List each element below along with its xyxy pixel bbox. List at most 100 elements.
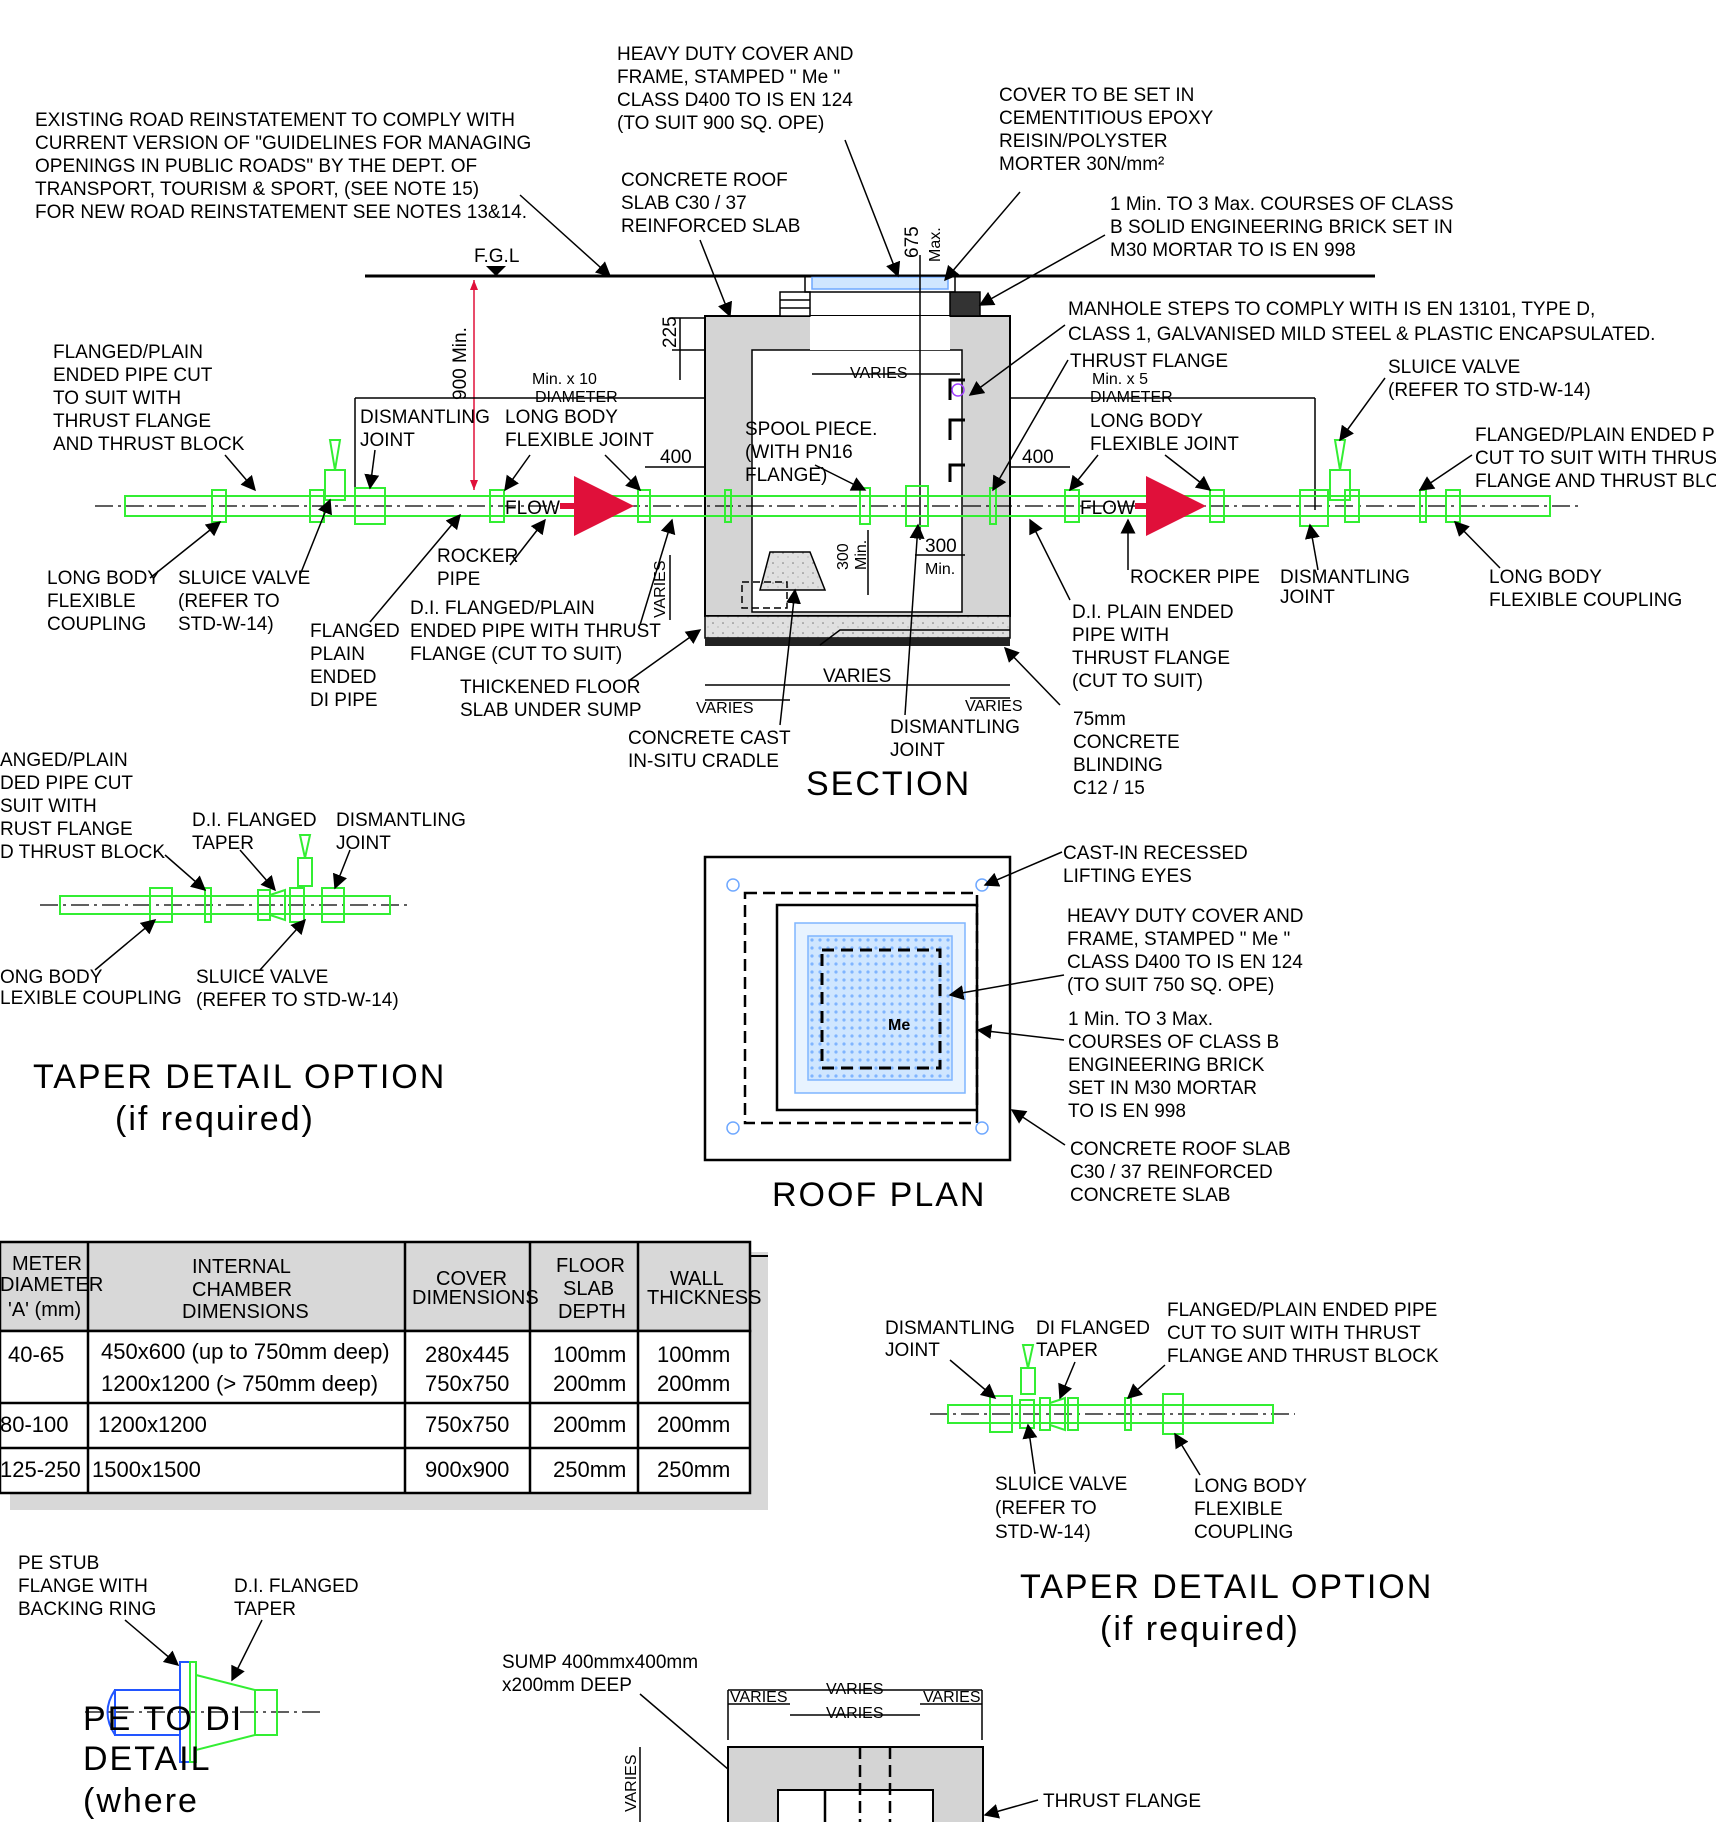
- note-rocker-right: ROCKER PIPE: [1130, 567, 1260, 588]
- svg-text:DIMENSIONS: DIMENSIONS: [412, 1287, 539, 1309]
- cradle: [759, 551, 827, 591]
- taper-right-di-taper: DI FLANGED TAPER: [1036, 1318, 1150, 1361]
- svg-text:FLANGED: FLANGED: [310, 621, 400, 642]
- note-long-body-right: LONG BODY FLEXIBLE JOINT: [1090, 411, 1239, 455]
- svg-text:FLANGED/PLAIN: FLANGED/PLAIN: [53, 342, 203, 363]
- svg-text:LONG BODY: LONG BODY: [47, 568, 160, 589]
- svg-text:LONG BODY: LONG BODY: [1489, 567, 1602, 588]
- svg-text:D THRUST BLOCK: D THRUST BLOCK: [0, 842, 165, 863]
- note-di-flanged-plain: D.I. FLANGED/PLAIN ENDED PIPE WITH THRUS…: [410, 598, 661, 665]
- svg-text:FLOOR: FLOOR: [556, 1255, 625, 1277]
- taper-right-dism: DISMANTLING JOINT: [885, 1318, 1015, 1361]
- manhole-steps: [948, 378, 965, 482]
- svg-text:100mm: 100mm: [553, 1342, 626, 1367]
- svg-text:PE STUB: PE STUB: [18, 1553, 99, 1574]
- pe-taper-note: D.I. FLANGED TAPER: [234, 1576, 359, 1620]
- svg-text:80-100: 80-100: [0, 1412, 69, 1437]
- note-di-plain: D.I. PLAIN ENDED PIPE WITH THRUST FLANGE…: [1072, 602, 1234, 692]
- sump-plan: SUMP 400mmx400mm x200mm DEEP VARIES VARI…: [502, 1652, 1201, 1822]
- svg-text:CUT TO SUIT WITH THRUST: CUT TO SUIT WITH THRUST: [1475, 448, 1716, 469]
- svg-text:THICKNESS: THICKNESS: [647, 1287, 761, 1309]
- svg-text:COUPLING: COUPLING: [47, 614, 146, 635]
- svg-text:ROCKER: ROCKER: [437, 546, 518, 567]
- svg-text:(REFER TO: (REFER TO: [995, 1498, 1097, 1519]
- table-row: 80-100 1200x1200 750x750 200mm 200mm: [0, 1412, 730, 1437]
- note-roof-cover: HEAVY DUTY COVER AND FRAME, STAMPED " Me…: [1067, 906, 1304, 996]
- svg-text:LIFTING EYES: LIFTING EYES: [1063, 866, 1192, 887]
- table-header: METER DIAMETER 'A' (mm) INTERNAL CHAMBER…: [0, 1253, 761, 1323]
- svg-text:D.I. PLAIN ENDED: D.I. PLAIN ENDED: [1072, 602, 1234, 623]
- svg-text:(TO SUIT 900 SQ. OPE): (TO SUIT 900 SQ. OPE): [617, 113, 824, 134]
- svg-text:750x750: 750x750: [425, 1412, 509, 1437]
- svg-text:SLUICE VALVE: SLUICE VALVE: [1388, 357, 1520, 378]
- svg-text:SUMP 400mmx400mm: SUMP 400mmx400mm: [502, 1652, 698, 1673]
- svg-text:TAPER: TAPER: [192, 833, 254, 854]
- svg-text:(CUT TO SUIT): (CUT TO SUIT): [1072, 671, 1203, 692]
- note-flanged-di: FLANGED PLAIN ENDED DI PIPE: [310, 621, 400, 711]
- taper-detail-right: DISMANTLING JOINT DI FLANGED TAPER FLANG…: [885, 1300, 1439, 1648]
- svg-text:SET IN M30 MORTAR: SET IN M30 MORTAR: [1068, 1078, 1257, 1099]
- svg-text:HEAVY DUTY COVER AND: HEAVY DUTY COVER AND: [617, 44, 854, 65]
- taper-right-lbfc: LONG BODY FLEXIBLE COUPLING: [1194, 1476, 1307, 1543]
- svg-text:200mm: 200mm: [553, 1412, 626, 1437]
- table-row: 125-250 1500x1500 900x900 250mm 250mm: [0, 1457, 730, 1482]
- svg-text:FLANGE): FLANGE): [745, 465, 827, 486]
- svg-text:(TO SUIT 750 SQ. OPE): (TO SUIT 750 SQ. OPE): [1067, 975, 1274, 996]
- svg-text:LONG BODY: LONG BODY: [1090, 411, 1203, 432]
- svg-text:D.I. FLANGED/PLAIN: D.I. FLANGED/PLAIN: [410, 598, 595, 619]
- svg-text:JOINT: JOINT: [360, 430, 415, 451]
- svg-text:200mm: 200mm: [657, 1412, 730, 1437]
- svg-text:MORTER 30N/mm²: MORTER 30N/mm²: [999, 154, 1164, 175]
- blinding: [705, 638, 1010, 646]
- taper-left-sluice: SLUICE VALVE (REFER TO STD-W-14): [196, 967, 399, 1011]
- svg-text:REISIN/POLYSTER: REISIN/POLYSTER: [999, 131, 1168, 152]
- svg-text:VARIES: VARIES: [623, 1755, 640, 1813]
- note-brick: 1 Min. TO 3 Max. COURSES OF CLASS B SOLI…: [1110, 194, 1454, 261]
- svg-text:250mm: 250mm: [553, 1457, 626, 1482]
- svg-text:WALL: WALL: [670, 1268, 724, 1290]
- svg-text:SLAB UNDER SUMP: SLAB UNDER SUMP: [460, 700, 642, 721]
- svg-text:COURSES OF CLASS B: COURSES OF CLASS B: [1068, 1032, 1279, 1053]
- svg-text:STD-W-14): STD-W-14): [178, 614, 274, 635]
- svg-text:FOR NEW ROAD REINSTATEMENT SEE: FOR NEW ROAD REINSTATEMENT SEE NOTES 13&…: [35, 202, 527, 223]
- svg-text:DIAMETER: DIAMETER: [535, 389, 618, 406]
- flow-label-right: FLOW: [1080, 498, 1135, 519]
- svg-text:DI PIPE: DI PIPE: [310, 690, 378, 711]
- svg-text:JOINT: JOINT: [890, 740, 945, 761]
- svg-text:VARIES: VARIES: [730, 1689, 788, 1706]
- taper-left-lbfc: ONG BODY LEXIBLE COUPLING: [0, 967, 182, 1009]
- svg-text:ENGINEERING BRICK: ENGINEERING BRICK: [1068, 1055, 1265, 1076]
- svg-text:(REFER TO STD-W-14): (REFER TO STD-W-14): [196, 990, 399, 1011]
- svg-text:FLEXIBLE: FLEXIBLE: [1194, 1499, 1283, 1520]
- svg-text:CONCRETE ROOF SLAB: CONCRETE ROOF SLAB: [1070, 1139, 1291, 1160]
- svg-text:VARIES: VARIES: [965, 698, 1023, 715]
- svg-text:675: 675: [902, 226, 923, 258]
- svg-text:PIPE: PIPE: [437, 569, 480, 590]
- svg-text:200mm: 200mm: [657, 1371, 730, 1396]
- note-lbfc-right: LONG BODY FLEXIBLE COUPLING: [1489, 567, 1682, 611]
- svg-text:SLUICE VALVE: SLUICE VALVE: [178, 568, 310, 589]
- pe-title-2: DETAIL: [83, 1740, 212, 1778]
- svg-text:REINFORCED SLAB: REINFORCED SLAB: [621, 216, 800, 237]
- taper-right-title: TAPER DETAIL OPTION: [1020, 1568, 1433, 1606]
- roof-opening: [810, 316, 950, 350]
- svg-text:THICKENED FLOOR: THICKENED FLOOR: [460, 677, 641, 698]
- sump-thrust-note: THRUST FLANGE: [1043, 1791, 1201, 1812]
- svg-text:200mm: 200mm: [553, 1371, 626, 1396]
- svg-text:COVER: COVER: [436, 1268, 507, 1290]
- cover-grate: [807, 935, 953, 1081]
- svg-text:D.I. FLANGED: D.I. FLANGED: [234, 1576, 359, 1597]
- svg-text:M30 MORTAR TO IS EN 998: M30 MORTAR TO IS EN 998: [1110, 240, 1356, 261]
- fgl-marker: [486, 266, 506, 276]
- svg-text:ENDED PIPE WITH THRUST: ENDED PIPE WITH THRUST: [410, 621, 661, 642]
- svg-text:METER: METER: [12, 1253, 82, 1275]
- taper-detail-left: ANGED/PLAIN DED PIPE CUT SUIT WITH RUST …: [0, 750, 466, 1138]
- svg-text:VARIES: VARIES: [826, 1705, 884, 1722]
- svg-text:750x750: 750x750: [425, 1371, 509, 1396]
- svg-text:VARIES: VARIES: [652, 561, 669, 619]
- svg-text:CONCRETE SLAB: CONCRETE SLAB: [1070, 1185, 1230, 1206]
- note-roof-brick: 1 Min. TO 3 Max. COURSES OF CLASS B ENGI…: [1068, 1009, 1279, 1122]
- svg-text:300: 300: [925, 536, 957, 557]
- svg-text:x200mm DEEP: x200mm DEEP: [502, 1675, 632, 1696]
- svg-text:TO SUIT WITH: TO SUIT WITH: [53, 388, 181, 409]
